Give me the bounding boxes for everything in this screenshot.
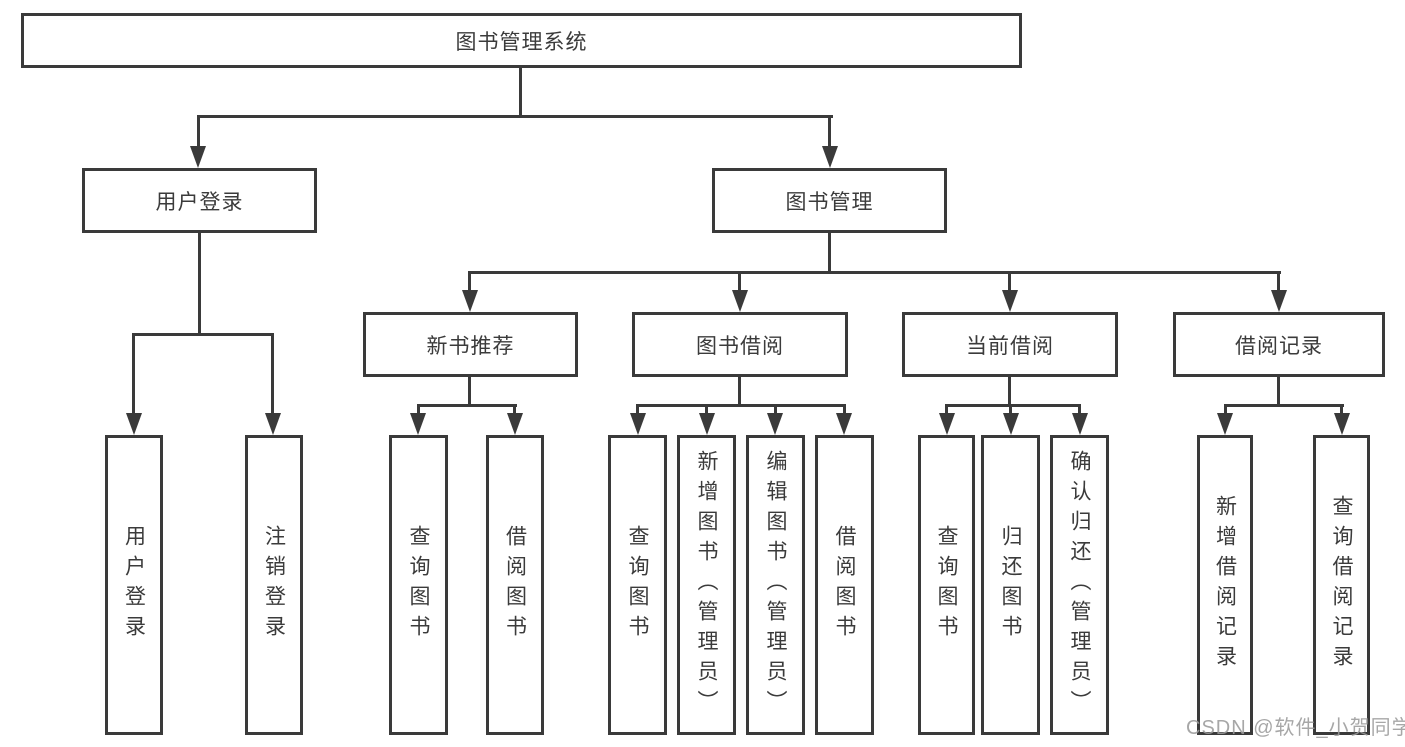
connector-bb-query-drop bbox=[636, 404, 639, 416]
connector-bb-edit-drop bbox=[774, 404, 777, 416]
leaf-user-login: 用户登录 bbox=[105, 435, 163, 735]
connector-nb-query-drop bbox=[417, 404, 420, 416]
node-book-mgmt-label: 图书管理 bbox=[785, 190, 874, 214]
arrow-down-bb-edit bbox=[767, 413, 783, 435]
leaf-nb-query-books-label: 查询图书 bbox=[407, 525, 431, 645]
connector-leaf-login-drop bbox=[132, 333, 135, 416]
leaf-br-add-record: 新增借阅记录 bbox=[1197, 435, 1253, 735]
connector-user-login-drop bbox=[197, 115, 200, 149]
connector-new-book-drop bbox=[468, 271, 471, 293]
arrow-down-cb-query bbox=[939, 413, 955, 435]
connector-leaf-logout-drop bbox=[271, 333, 274, 416]
leaf-bb-query-books-label: 查询图书 bbox=[626, 525, 650, 645]
arrow-down-bb-add bbox=[699, 413, 715, 435]
arrow-down-borrow-record bbox=[1271, 290, 1287, 312]
connector-new-book-rail bbox=[417, 404, 517, 407]
node-borrow-record-label: 借阅记录 bbox=[1235, 334, 1323, 358]
leaf-nb-query-books: 查询图书 bbox=[389, 435, 448, 735]
arrow-down-cb-return bbox=[1003, 413, 1019, 435]
connector-current-borrow-rail bbox=[945, 404, 1081, 407]
leaf-bb-edit-books-admin: 编辑图书（管理员） bbox=[746, 435, 805, 735]
leaf-bb-borrow-books-label: 借阅图书 bbox=[833, 525, 857, 645]
leaf-cb-return-books-label: 归还图书 bbox=[999, 525, 1023, 645]
arrow-down-leaf-login bbox=[126, 413, 142, 435]
arrow-down-book-borrow bbox=[732, 290, 748, 312]
connector-borrow-record-rail bbox=[1224, 404, 1344, 407]
leaf-user-login-label: 用户登录 bbox=[122, 525, 146, 645]
leaf-br-add-record-label: 新增借阅记录 bbox=[1213, 495, 1237, 675]
csdn-watermark: CSDN @软件_小贺同学 bbox=[1186, 717, 1405, 739]
connector-level2-rail bbox=[197, 115, 833, 118]
connector-cb-query-drop bbox=[945, 404, 948, 416]
connector-borrow-record-drop bbox=[1277, 271, 1280, 293]
leaf-bb-add-books-admin-label: 新增图书（管理员） bbox=[695, 450, 719, 720]
connector-root-stem bbox=[519, 68, 522, 118]
arrow-down-user-login bbox=[190, 146, 206, 168]
connector-user-login-rail bbox=[132, 333, 274, 336]
arrow-down-br-query bbox=[1334, 413, 1350, 435]
leaf-nb-borrow-books-label: 借阅图书 bbox=[503, 525, 527, 645]
arrow-down-bb-query bbox=[630, 413, 646, 435]
arrow-down-br-add bbox=[1217, 413, 1233, 435]
connector-book-mgmt-drop bbox=[828, 115, 831, 149]
connector-current-borrow-stem bbox=[1008, 377, 1011, 407]
connector-book-borrow-rail bbox=[636, 404, 846, 407]
leaf-nb-borrow-books: 借阅图书 bbox=[486, 435, 544, 735]
node-new-book-rec-label: 新书推荐 bbox=[426, 334, 515, 358]
leaf-bb-edit-books-admin-label: 编辑图书（管理员） bbox=[764, 450, 788, 720]
node-root-system: 图书管理系统 bbox=[21, 13, 1022, 68]
node-book-borrow: 图书借阅 bbox=[632, 312, 848, 377]
connector-br-query-drop bbox=[1340, 404, 1343, 416]
node-new-book-rec: 新书推荐 bbox=[363, 312, 578, 377]
node-current-borrow-label: 当前借阅 bbox=[966, 334, 1054, 358]
node-user-login-label: 用户登录 bbox=[155, 190, 244, 214]
connector-book-mgmt-stem bbox=[828, 233, 831, 274]
leaf-cb-query-books: 查询图书 bbox=[918, 435, 975, 735]
node-user-login: 用户登录 bbox=[82, 168, 317, 233]
connector-bb-add-drop bbox=[705, 404, 708, 416]
leaf-br-query-record: 查询借阅记录 bbox=[1313, 435, 1370, 735]
leaf-cb-return-books: 归还图书 bbox=[981, 435, 1040, 735]
connector-cb-confirm-drop bbox=[1078, 404, 1081, 416]
connector-bb-borrow-drop bbox=[843, 404, 846, 416]
leaf-bb-add-books-admin: 新增图书（管理员） bbox=[677, 435, 736, 735]
node-book-borrow-label: 图书借阅 bbox=[696, 334, 784, 358]
arrow-down-nb-query bbox=[410, 413, 426, 435]
connector-cb-return-drop bbox=[1009, 404, 1012, 416]
node-current-borrow: 当前借阅 bbox=[902, 312, 1118, 377]
arrow-down-bb-borrow bbox=[836, 413, 852, 435]
arrow-down-book-mgmt bbox=[822, 146, 838, 168]
node-borrow-record: 借阅记录 bbox=[1173, 312, 1385, 377]
connector-user-login-stem bbox=[198, 233, 201, 336]
leaf-cb-confirm-return-admin-label: 确认归还（管理员） bbox=[1068, 450, 1092, 720]
leaf-logout: 注销登录 bbox=[245, 435, 303, 735]
leaf-logout-label: 注销登录 bbox=[262, 525, 286, 645]
node-book-mgmt: 图书管理 bbox=[712, 168, 947, 233]
arrow-down-nb-borrow bbox=[507, 413, 523, 435]
connector-nb-borrow-drop bbox=[513, 404, 516, 416]
connector-new-book-stem bbox=[468, 377, 471, 407]
node-root-system-label: 图书管理系统 bbox=[455, 30, 588, 54]
connector-br-add-drop bbox=[1224, 404, 1227, 416]
leaf-cb-confirm-return-admin: 确认归还（管理员） bbox=[1050, 435, 1109, 735]
arrow-down-cb-confirm bbox=[1072, 413, 1088, 435]
arrow-down-current-borrow bbox=[1002, 290, 1018, 312]
connector-borrow-record-stem bbox=[1277, 377, 1280, 407]
connector-book-borrow-drop bbox=[738, 271, 741, 293]
leaf-bb-borrow-books: 借阅图书 bbox=[815, 435, 874, 735]
connector-book-borrow-stem bbox=[738, 377, 741, 407]
leaf-br-query-record-label: 查询借阅记录 bbox=[1330, 495, 1354, 675]
connector-level3-rail bbox=[468, 271, 1281, 274]
leaf-cb-query-books-label: 查询图书 bbox=[935, 525, 959, 645]
connector-current-borrow-drop bbox=[1008, 271, 1011, 293]
arrow-down-new-book bbox=[462, 290, 478, 312]
arrow-down-leaf-logout bbox=[265, 413, 281, 435]
leaf-bb-query-books: 查询图书 bbox=[608, 435, 667, 735]
